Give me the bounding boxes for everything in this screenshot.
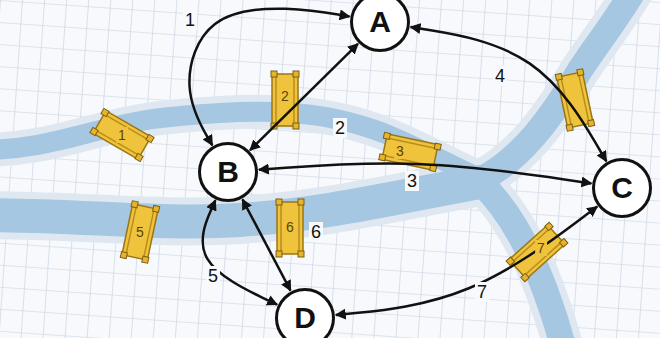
bridge-connector bbox=[242, 199, 290, 290]
bridge-post bbox=[566, 124, 573, 131]
bridge-connector bbox=[250, 44, 358, 150]
bridge-deck bbox=[557, 72, 593, 128]
bridge-post bbox=[276, 199, 282, 205]
bridge-post bbox=[521, 273, 529, 281]
bridge-post bbox=[153, 205, 160, 212]
bridge-post bbox=[146, 134, 154, 142]
circle-shape bbox=[277, 290, 334, 338]
bridge-post bbox=[101, 108, 109, 116]
bridge-icon bbox=[555, 69, 594, 132]
bridge-post bbox=[131, 201, 138, 208]
edge-number: 6 bbox=[309, 222, 323, 242]
bridge-rail bbox=[513, 229, 561, 274]
bridge-rail bbox=[385, 138, 436, 166]
region-circle: D bbox=[275, 288, 335, 338]
bridge-post bbox=[383, 132, 390, 139]
bridge-rail bbox=[281, 204, 299, 252]
bridge-post bbox=[293, 123, 299, 129]
bridge-deck bbox=[509, 225, 565, 279]
bridge-post bbox=[559, 239, 567, 247]
bridge-number: 7 bbox=[535, 240, 547, 256]
bridge-post bbox=[271, 71, 277, 77]
bridge-post bbox=[434, 143, 441, 150]
bridge-icon bbox=[276, 199, 304, 257]
circle-shape bbox=[352, 0, 409, 51]
edge-number: 4 bbox=[493, 66, 507, 86]
region-circle: A bbox=[350, 0, 410, 52]
bridge-post bbox=[120, 252, 127, 259]
edge-number: 5 bbox=[206, 266, 220, 286]
edge-number: 7 bbox=[475, 282, 489, 302]
bridge-post bbox=[545, 222, 553, 230]
circle-shape bbox=[200, 144, 257, 201]
bridge-deck bbox=[277, 202, 303, 254]
bridge-post bbox=[588, 120, 595, 127]
bridge-deck bbox=[122, 204, 158, 260]
bridge-rail bbox=[561, 75, 589, 126]
edge-number: 1 bbox=[183, 10, 197, 30]
bridge-icon bbox=[506, 222, 568, 282]
node-letter: D bbox=[294, 303, 316, 333]
edge-number: 2 bbox=[333, 118, 347, 138]
bridge-connector bbox=[411, 27, 607, 161]
bridge-icon bbox=[120, 201, 159, 264]
bridge-number: 5 bbox=[134, 224, 146, 240]
bridge-deck bbox=[93, 111, 151, 160]
bridge-post bbox=[577, 69, 584, 76]
bridge-number: 6 bbox=[284, 219, 296, 235]
bridge-number: 1 bbox=[116, 127, 128, 143]
bridge-post bbox=[298, 199, 304, 205]
bridges bbox=[90, 69, 595, 282]
node-letter: B bbox=[217, 157, 239, 187]
bridge-icon bbox=[90, 108, 154, 161]
node-letter: A bbox=[369, 7, 391, 37]
bridge-post bbox=[293, 71, 299, 77]
bridge-rail bbox=[126, 207, 154, 258]
edge-number: 3 bbox=[405, 171, 419, 191]
bridge-post bbox=[379, 154, 386, 161]
river bbox=[0, 0, 640, 338]
bridge-connector bbox=[203, 200, 277, 304]
region-circle: B bbox=[198, 142, 258, 202]
bridge-connector bbox=[259, 164, 591, 184]
bridge-deck bbox=[272, 74, 298, 126]
river-banks bbox=[0, 0, 640, 338]
circle-shape bbox=[594, 160, 651, 217]
bridge-number: 2 bbox=[279, 88, 291, 104]
bridge-post bbox=[298, 251, 304, 257]
bridge-post bbox=[555, 73, 562, 80]
bridge-number: 3 bbox=[394, 143, 406, 159]
bridge-icon bbox=[271, 71, 299, 129]
bridge-post bbox=[142, 256, 149, 263]
bridge-post bbox=[90, 127, 98, 135]
bridge-connector bbox=[336, 207, 597, 315]
region-circle: C bbox=[592, 158, 652, 218]
bridge-post bbox=[135, 153, 143, 161]
bridge-post bbox=[276, 251, 282, 257]
bridge-rail bbox=[97, 115, 148, 155]
node-letter: C bbox=[611, 173, 633, 203]
